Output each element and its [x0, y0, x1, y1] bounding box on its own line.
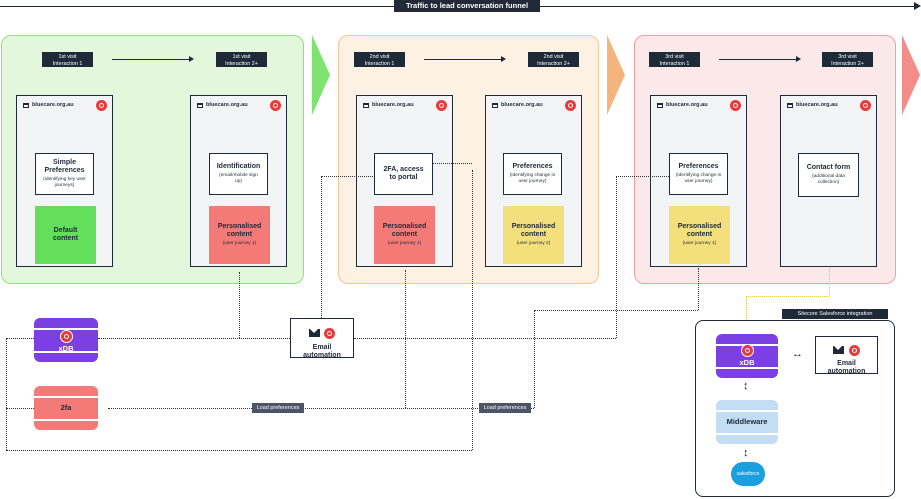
connector-right-up	[534, 310, 535, 408]
sf-xdb-database: xDB	[716, 334, 778, 378]
stage-1-right-box: Identification (email/mobile sign up)	[209, 153, 268, 195]
connector-contact-salesforce	[746, 296, 829, 298]
funnel-title: Traffic to lead conversation funnel	[394, 0, 540, 12]
brand-logo-icon	[848, 345, 860, 356]
brand-logo-icon	[860, 100, 871, 111]
salesforce-panel-title: Sitecore Salesforce integration	[782, 309, 888, 319]
browser-icon	[197, 102, 203, 108]
page-url: bluecare.org.au	[23, 102, 74, 108]
stage-3-right-box: Contact form (additional data collection…	[798, 153, 859, 197]
stage-3-visit-arrow-head	[796, 56, 801, 62]
page-url: bluecare.org.au	[787, 102, 838, 108]
page-url: bluecare.org.au	[363, 102, 414, 108]
stage-1-visit-arrow-head	[189, 56, 194, 62]
stage-1-left-content: Default content	[35, 206, 96, 264]
stage-3-left-content: Personalised content (user journey 1)	[669, 206, 730, 264]
brand-logo-icon	[730, 100, 741, 111]
connector-salesforce-down	[746, 296, 748, 336]
page-url: bluecare.org.au	[197, 102, 248, 108]
brand-logo-icon	[270, 100, 281, 111]
sf-bidirectional-arrow: ↔	[792, 348, 803, 360]
connector-left-2fa	[6, 408, 34, 409]
stage-2-visit-arrow-head	[501, 56, 506, 62]
stage-2-visit-arrow	[424, 59, 502, 60]
browser-icon	[492, 102, 498, 108]
connector-stage3-up	[698, 268, 699, 310]
sf-email-automation-box: Email automation	[815, 336, 878, 375]
stage-1-visit-arrow	[112, 59, 190, 60]
connector-xdb-email	[98, 338, 290, 339]
stage-2-left-box: 2FA, access to portal	[374, 153, 433, 195]
browser-icon	[23, 102, 29, 108]
page-url: bluecare.org.au	[657, 102, 708, 108]
envelope-icon	[833, 345, 845, 354]
stage-1-right-content: Personalised content (user journey 1)	[209, 206, 270, 264]
brand-logo-icon	[324, 328, 336, 339]
brand-logo-icon	[436, 100, 447, 111]
connector-bottom-loop	[6, 450, 472, 451]
twofa-database: 2fa	[34, 386, 98, 430]
stage-3-left-box: Preferences (Identifying change in user …	[669, 153, 728, 195]
email-automation-box: Email automation	[290, 318, 354, 359]
stage-2-left-content: Personalised content (user journey 1)	[374, 206, 435, 264]
stage-1-chevron	[312, 35, 330, 115]
brand-logo-icon	[96, 100, 107, 111]
funnel-arrow-head	[914, 2, 921, 10]
browser-icon	[363, 102, 369, 108]
connector-load-prefs-2-up	[405, 270, 406, 408]
connector-email-right	[354, 338, 616, 339]
sf-xdb-label: xDB	[739, 358, 755, 367]
stage-1-left-box: Simple Preferences (identifying key user…	[35, 153, 94, 195]
connector-stage3-left-up	[616, 176, 617, 338]
brand-logo-icon	[565, 100, 576, 111]
load-preferences-label-2: Load preferences	[479, 403, 531, 413]
envelope-icon	[308, 328, 320, 337]
xdb-logo-icon	[741, 344, 754, 357]
connector-email-up	[321, 176, 322, 318]
stage-2-right-box: Preferences (Identifying change in user …	[503, 153, 562, 195]
stage-3-chevron	[902, 35, 920, 115]
salesforce-logo-text: salesforce	[736, 471, 760, 477]
xdb-database: xDB	[34, 318, 98, 362]
stage-2-chevron	[607, 35, 625, 115]
connector-to-stage3-box	[616, 176, 669, 177]
salesforce-logo-icon: salesforce	[731, 462, 765, 486]
connector-2fa-box-right	[433, 163, 472, 164]
stage-3-visit-arrow	[719, 59, 797, 60]
twofa-label: 2fa	[60, 403, 72, 412]
middleware-label: Middleware	[726, 417, 768, 426]
connector-left-loop	[6, 338, 7, 450]
connector-contact-down	[829, 268, 831, 296]
connector-load-prefs	[108, 408, 534, 409]
browser-icon	[657, 102, 663, 108]
xdb-logo-icon	[60, 330, 73, 343]
funnel-arrow: Traffic to lead conversation funnel	[0, 0, 921, 12]
connector-email-to-2fa	[321, 176, 373, 177]
middleware-database: Middleware	[716, 400, 778, 444]
sf-vertical-arrow-2: ↕	[743, 447, 749, 459]
connector-identification-up	[239, 272, 240, 338]
connector-left-loop-top	[6, 338, 34, 339]
page-url: bluecare.org.au	[492, 102, 543, 108]
sf-vertical-arrow-1: ↕	[743, 380, 749, 392]
load-preferences-label-1: Load preferences	[252, 403, 304, 413]
stage-2-right-content: Personalised content (user journey 2)	[503, 206, 564, 264]
connector-bottom-loop-up	[472, 170, 473, 450]
browser-icon	[787, 102, 793, 108]
xdb-label: xDB	[58, 344, 74, 353]
